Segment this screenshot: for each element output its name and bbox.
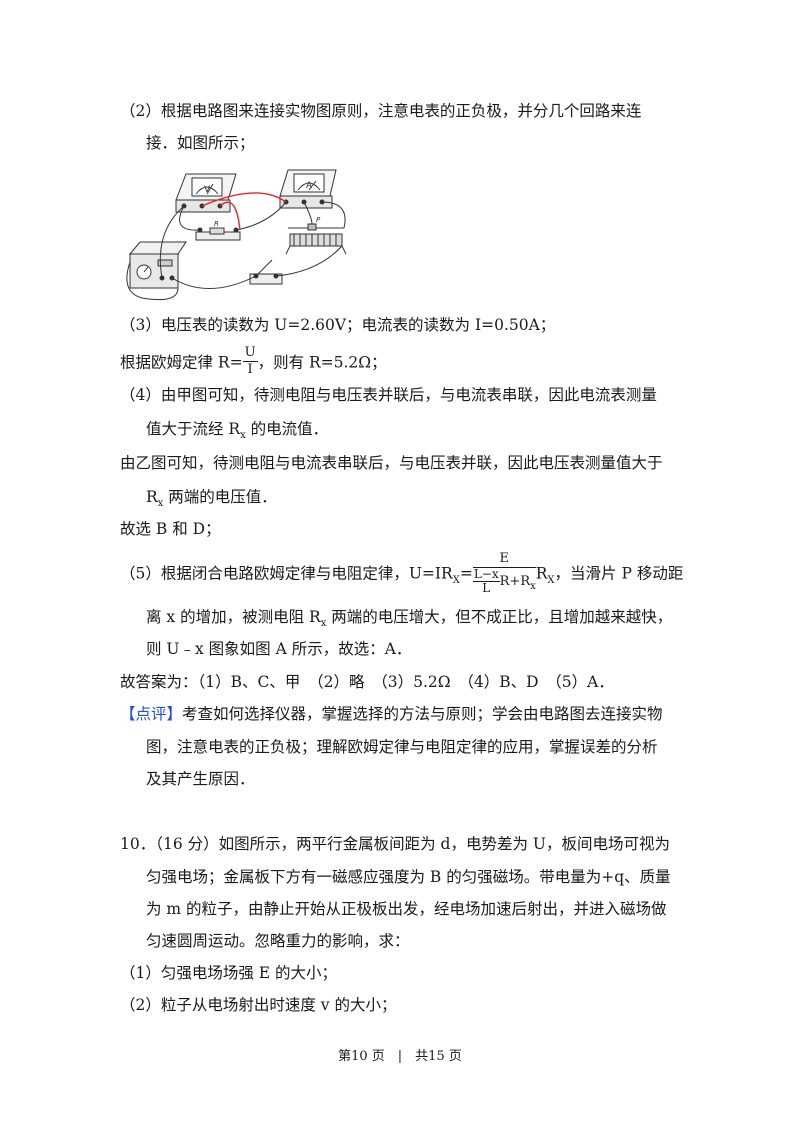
power-supply	[128, 241, 187, 289]
red-wire	[201, 192, 287, 207]
text-line: 接．如图所示；	[146, 134, 255, 152]
red-wire	[219, 201, 241, 231]
review-tag: 【点评】	[120, 705, 183, 723]
text-line: 匀速圆周运动。忽略重力的影响，求：	[146, 932, 410, 950]
text-line: 则 U﹣x 图象如图 A 所示，故选：A．	[146, 640, 412, 658]
text-line: 故选 B 和 D；	[120, 520, 221, 538]
rheostat-label: P	[316, 216, 321, 224]
text-line: 由乙图可知，待测电阻与电流表串联后，与电压表并联，因此电压表测量值大于	[120, 454, 663, 472]
resistor	[195, 227, 241, 241]
resistor-label: R	[214, 220, 219, 228]
circuit-figure: V A R P	[126, 169, 347, 301]
voltmeter	[175, 173, 237, 213]
sub-question: （2）粒子从电场射出时速度 v 的大小；	[120, 996, 397, 1014]
text-line: （4）由甲图可知，待测电阻与电压表并联后，与电流表串联，因此电流表测量	[120, 386, 657, 404]
text-line: 离 x 的增加，被测电阻 Rx 两端的电压增大，但不成正比，且增加越来越快，	[146, 608, 673, 629]
text-line: （3）电压表的读数为 U=2.60V；电流表的读数为 I=0.50A；	[120, 316, 556, 334]
page-footer: 第10 页 | 共15 页	[338, 1049, 462, 1064]
rheostat	[285, 223, 347, 255]
ammeter-label: A	[306, 181, 313, 191]
voltmeter-label: V	[204, 185, 211, 195]
question-title: 10．（16 分）如图所示，两平行金属板间距为 d，电势差为 U，板间电场可视为	[120, 835, 670, 853]
switch	[249, 259, 283, 285]
text-line: 图，注意电表的正负极；理解欧姆定律与电阻定律的应用，掌握误差的分析	[146, 738, 658, 756]
text-line: 为 m 的粒子，由静止开始从正极板出发，经电场加速后射出，并进入磁场做	[146, 900, 667, 918]
ammeter	[279, 169, 337, 209]
text-line: 匀强电场；金属板下方有一磁感应强度为 B 的匀强磁场。带电量为+q、质量	[146, 868, 671, 886]
text-line: 及其产生原因．	[146, 770, 255, 788]
text-line: （2）根据电路图来连接实物图原则，注意电表的正负极，并分几个回路来连	[120, 102, 642, 120]
text-line: 值大于流经 Rx 的电流值．	[146, 420, 329, 441]
answer-line: 故答案为：（1）B、C、甲 （2）略 （3）5.2Ω （4）B、D （5）A．	[120, 673, 614, 691]
sub-question: （1）匀强电场场强 E 的大小；	[120, 964, 338, 982]
review-line: 【点评】考查如何选择仪器，掌握选择的方法与原则；学会由电路图去连接实物	[120, 705, 663, 723]
text-line: Rx 两端的电压值．	[146, 488, 277, 509]
